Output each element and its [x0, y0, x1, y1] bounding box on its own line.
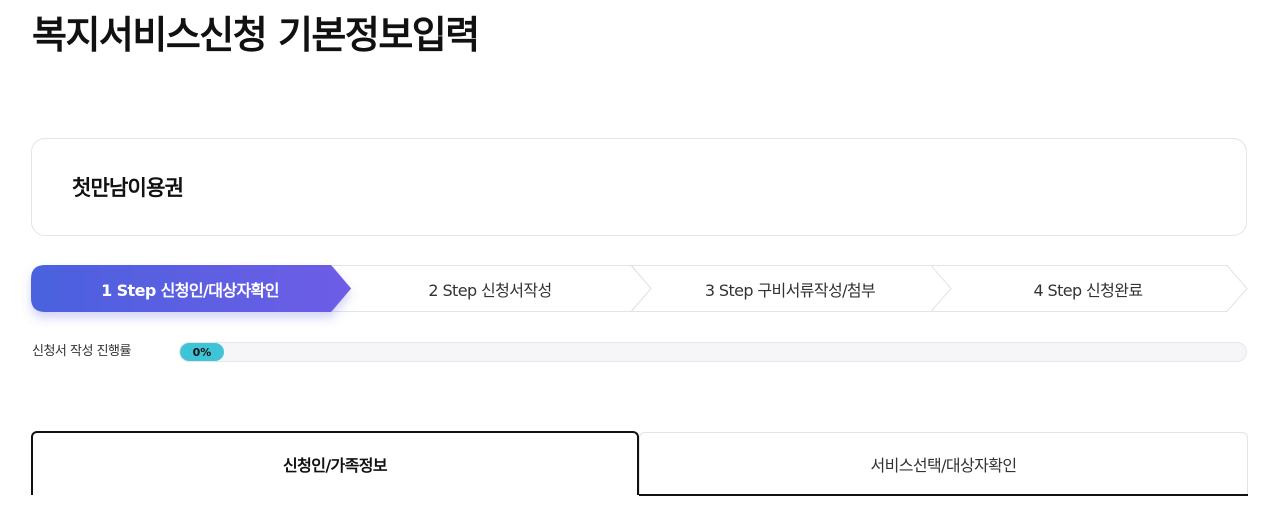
progress-label: 신청서 작성 진행률	[32, 344, 131, 359]
step-3[interactable]: 3 Step 구비서류작성/첨부	[630, 265, 953, 312]
progress-bar: 0%	[179, 342, 1247, 362]
service-name: 첫만남이용권	[72, 176, 184, 200]
progress-row: 신청서 작성 진행률 0%	[32, 340, 1247, 364]
progress-fill: 0%	[180, 343, 224, 361]
step-2[interactable]: 2 Step 신청서작성	[330, 265, 653, 312]
step-3-label: 3 Step 구비서류작성/첨부	[704, 280, 876, 300]
step-indicator: 1 Step 신청인/대상자확인 2 Step 신청서작성 3 Step 구비서…	[31, 265, 1249, 313]
step-1[interactable]: 1 Step 신청인/대상자확인	[31, 265, 353, 312]
service-card: 첫만남이용권	[31, 138, 1247, 236]
step-1-label: 1 Step 신청인/대상자확인	[101, 280, 279, 300]
tab-applicant-family-info-label: 신청인/가족정보	[282, 456, 388, 475]
progress-percent: 0%	[192, 345, 212, 359]
tab-service-select-target-check[interactable]: 서비스선택/대상자확인	[639, 432, 1248, 494]
step-4[interactable]: 4 Step 신청완료	[928, 265, 1249, 312]
form-tabs: 신청인/가족정보 서비스선택/대상자확인	[31, 431, 1248, 509]
page-title: 복지서비스신청 기본정보입력	[32, 13, 480, 57]
tab-applicant-family-info[interactable]: 신청인/가족정보	[31, 431, 639, 495]
step-1-shape	[31, 265, 351, 312]
tab-service-select-target-check-label: 서비스선택/대상자확인	[870, 455, 1018, 475]
step-4-label: 4 Step 신청완료	[1033, 280, 1143, 300]
tab-baseline-divider	[639, 494, 1248, 496]
step-2-label: 2 Step 신청서작성	[428, 280, 552, 300]
